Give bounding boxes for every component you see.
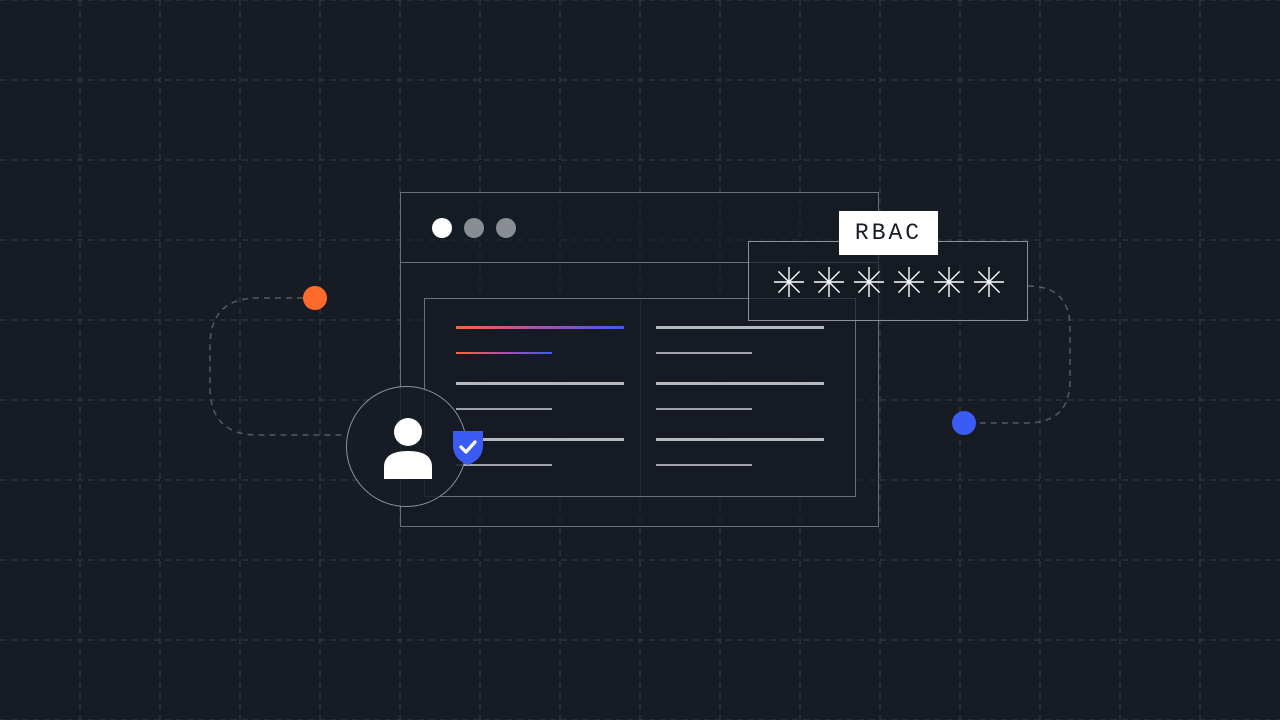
user-icon xyxy=(384,418,432,479)
connector-path-left xyxy=(209,297,346,436)
rbac-label: RBAC xyxy=(839,211,938,255)
asterisk-icon xyxy=(774,267,804,297)
placeholder-line xyxy=(656,438,824,441)
placeholder-line xyxy=(656,408,752,410)
placeholder-line xyxy=(656,352,752,354)
placeholder-line xyxy=(456,438,624,441)
placeholder-line-highlight xyxy=(456,326,624,329)
connector-node-blue xyxy=(952,411,976,435)
window-title-bar xyxy=(401,193,878,263)
placeholder-line xyxy=(656,464,752,466)
asterisk-icon xyxy=(854,267,884,297)
connector-path-right xyxy=(976,285,1071,424)
placeholder-line-highlight xyxy=(456,352,552,354)
connector-node-orange xyxy=(303,286,327,310)
content-panel xyxy=(424,298,856,497)
asterisk-icon xyxy=(934,267,964,297)
placeholder-line xyxy=(656,326,824,329)
window-control-dot xyxy=(464,218,484,238)
asterisk-icon xyxy=(814,267,844,297)
placeholder-line xyxy=(656,382,824,385)
masked-value xyxy=(774,267,1004,297)
placeholder-line xyxy=(456,408,552,410)
asterisk-icon xyxy=(894,267,924,297)
shield-check-icon xyxy=(453,431,483,465)
placeholder-line xyxy=(456,464,552,466)
window-control-dot xyxy=(496,218,516,238)
column-divider xyxy=(640,299,641,496)
asterisk-icon xyxy=(974,267,1004,297)
placeholder-line xyxy=(456,382,624,385)
window-control-dot xyxy=(432,218,452,238)
user-avatar xyxy=(346,386,467,507)
